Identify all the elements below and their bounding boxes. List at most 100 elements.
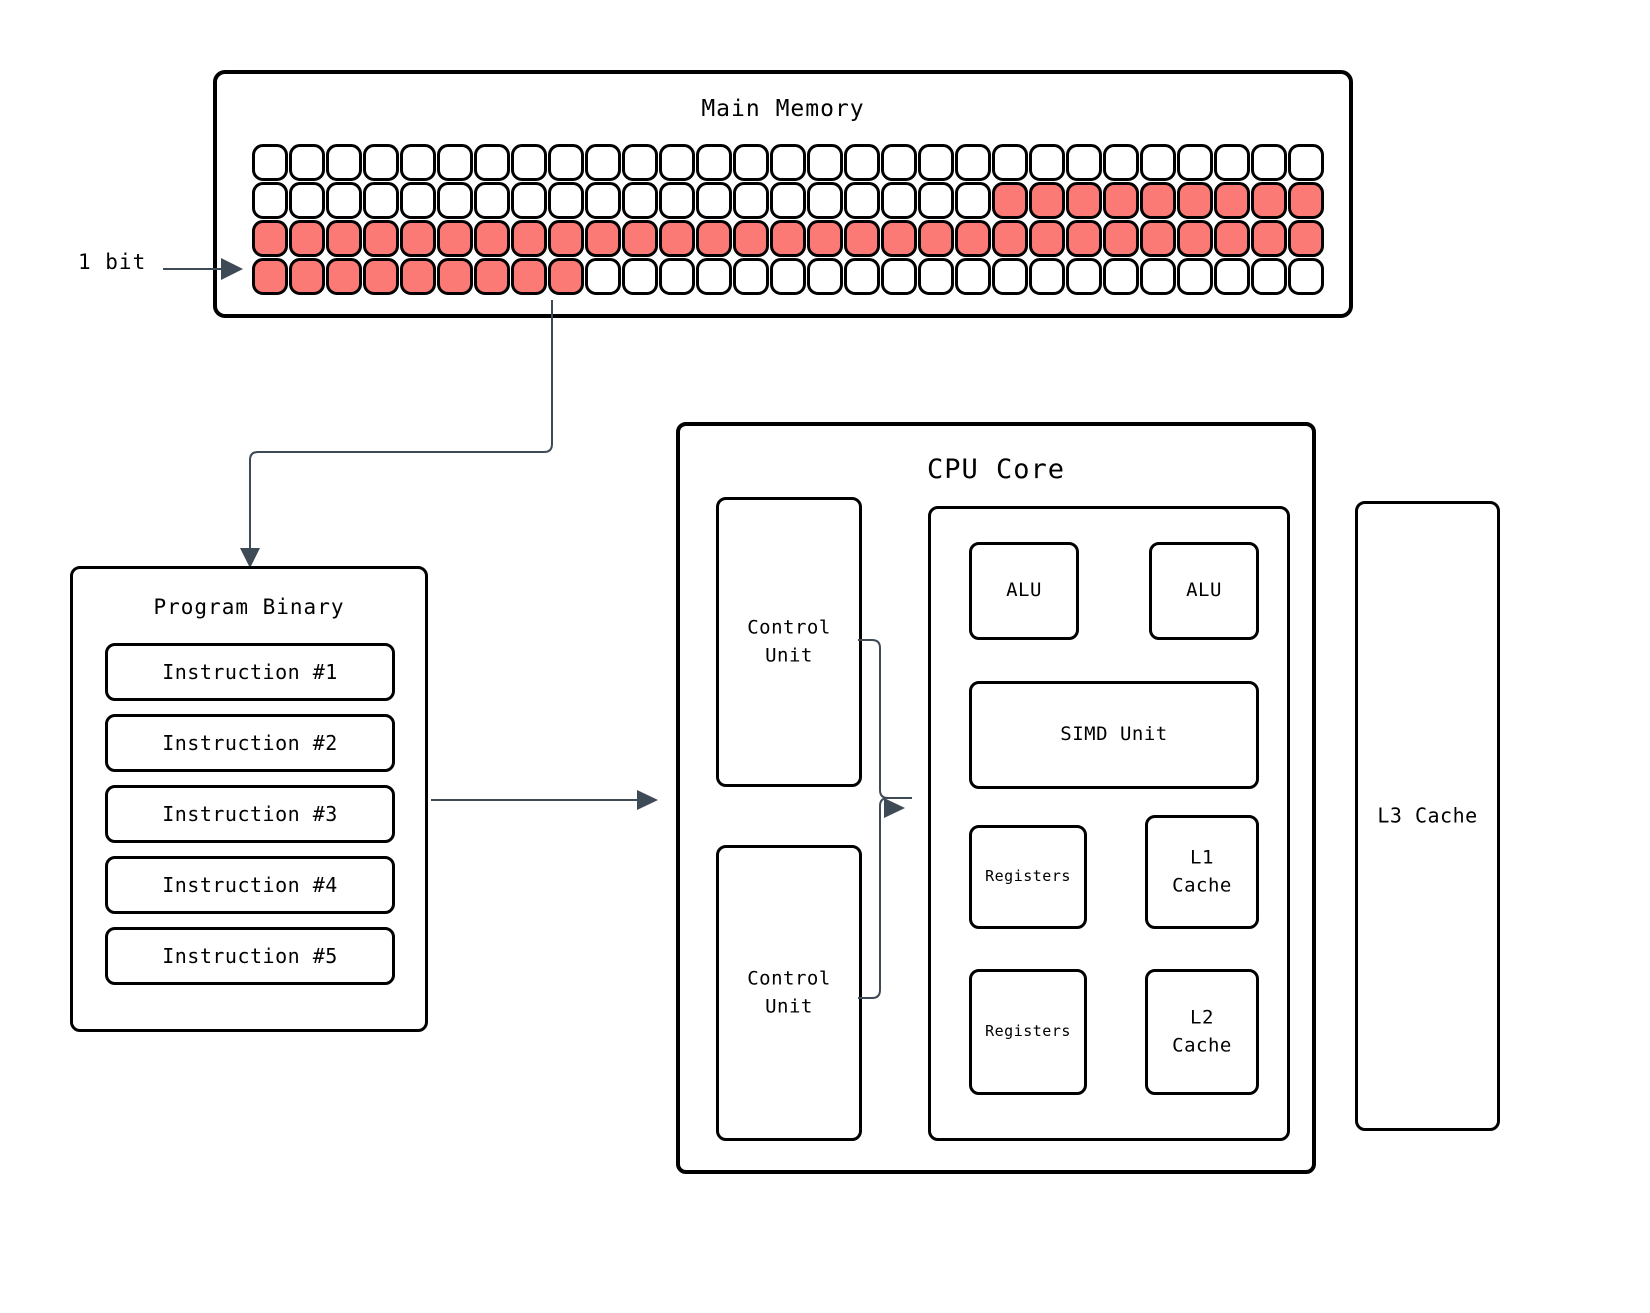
memory-bit-cell [474, 220, 510, 257]
memory-bit-cell [918, 182, 954, 219]
program-binary-to-cpu-line [431, 799, 639, 801]
memory-bit-cell [548, 182, 584, 219]
memory-bit-cell [1288, 258, 1324, 295]
memory-bit-cell [585, 144, 621, 181]
memory-bit-cell [992, 258, 1028, 295]
memory-bit-cell [733, 182, 769, 219]
memory-bit-cell [844, 182, 880, 219]
memory-bit-cell [400, 144, 436, 181]
memory-bit-cell [585, 182, 621, 219]
memory-bit-cell [807, 258, 843, 295]
memory-bit-cell [844, 220, 880, 257]
memory-bit-cell [770, 182, 806, 219]
memory-bit-cell [1177, 220, 1213, 257]
instruction-item-1[interactable]: Instruction #1 [105, 643, 395, 701]
memory-bit-cell [585, 220, 621, 257]
memory-bit-cell [289, 220, 325, 257]
memory-bit-cell [1214, 182, 1250, 219]
memory-bit-cell [918, 258, 954, 295]
alu-unit-2: ALU [1149, 542, 1259, 640]
memory-bit-cell [1140, 258, 1176, 295]
main-memory-title: Main Memory [701, 96, 865, 122]
memory-bit-cell [1251, 182, 1287, 219]
memory-bit-cell [437, 220, 473, 257]
memory-bit-cell [1029, 182, 1065, 219]
memory-bit-cell [659, 220, 695, 257]
memory-bit-cell [511, 258, 547, 295]
memory-bit-cell [1251, 220, 1287, 257]
memory-bit-cell [1029, 144, 1065, 181]
memory-bit-cell [844, 258, 880, 295]
memory-bit-cell [622, 144, 658, 181]
control-unit-to-execution-arrow-icon [884, 798, 905, 818]
memory-bit-cell [918, 220, 954, 257]
memory-bit-cell [918, 144, 954, 181]
memory-bit-cell [400, 220, 436, 257]
memory-bit-cell [659, 258, 695, 295]
memory-bit-cell [696, 258, 732, 295]
memory-bit-cell [1103, 258, 1139, 295]
program-binary-to-cpu-arrow-icon [637, 790, 658, 810]
memory-bit-cell [622, 182, 658, 219]
memory-bit-cell [400, 258, 436, 295]
memory-bit-cell [844, 144, 880, 181]
memory-bit-cell [733, 144, 769, 181]
memory-bit-cell [1177, 144, 1213, 181]
memory-bit-cell [511, 220, 547, 257]
program-binary-box: Program Binary Instruction #1 Instructio… [70, 566, 428, 1032]
memory-bit-cell [1066, 144, 1102, 181]
memory-bit-cell [807, 220, 843, 257]
memory-bit-cell [363, 182, 399, 219]
memory-bit-cell [1140, 220, 1176, 257]
memory-bit-cell [437, 258, 473, 295]
instruction-item-5[interactable]: Instruction #5 [105, 927, 395, 985]
main-memory-box: Main Memory [213, 70, 1353, 318]
one-bit-leader-line [163, 268, 223, 270]
one-bit-label: 1 bit [78, 250, 147, 274]
instruction-item-2[interactable]: Instruction #2 [105, 714, 395, 772]
memory-bit-cell [992, 144, 1028, 181]
memory-bit-cell [363, 258, 399, 295]
memory-bit-cell [289, 182, 325, 219]
memory-bit-cell [881, 220, 917, 257]
memory-bit-cell [881, 258, 917, 295]
instruction-item-3[interactable]: Instruction #3 [105, 785, 395, 843]
memory-bit-cell [363, 144, 399, 181]
memory-bit-cell [807, 182, 843, 219]
simd-unit-label: SIMD Unit [1060, 723, 1168, 746]
memory-bit-cell [955, 182, 991, 219]
memory-bit-cell [696, 220, 732, 257]
memory-bit-cell [1029, 220, 1065, 257]
memory-bit-cell [992, 182, 1028, 219]
cpu-core-title: CPU Core [926, 454, 1066, 485]
memory-bit-cell [992, 220, 1028, 257]
one-bit-arrow-icon [221, 258, 243, 280]
instruction-item-4[interactable]: Instruction #4 [105, 856, 395, 914]
memory-bit-cell [1103, 182, 1139, 219]
memory-bit-cell [1288, 144, 1324, 181]
memory-bit-cell [474, 144, 510, 181]
memory-bit-cell [252, 220, 288, 257]
memory-bit-cell [474, 182, 510, 219]
registers-block-2-label: Registers [985, 1022, 1071, 1041]
memory-bit-cell [289, 258, 325, 295]
memory-bit-cell [1103, 144, 1139, 181]
memory-bit-cell [1029, 258, 1065, 295]
memory-bit-cell [1214, 144, 1250, 181]
memory-bit-cell [326, 258, 362, 295]
memory-bit-cell [955, 220, 991, 257]
memory-bit-cell [252, 182, 288, 219]
memory-bit-cell [437, 144, 473, 181]
alu-unit-1: ALU [969, 542, 1079, 640]
memory-bit-cell [622, 220, 658, 257]
program-binary-title: Program Binary [153, 595, 345, 619]
